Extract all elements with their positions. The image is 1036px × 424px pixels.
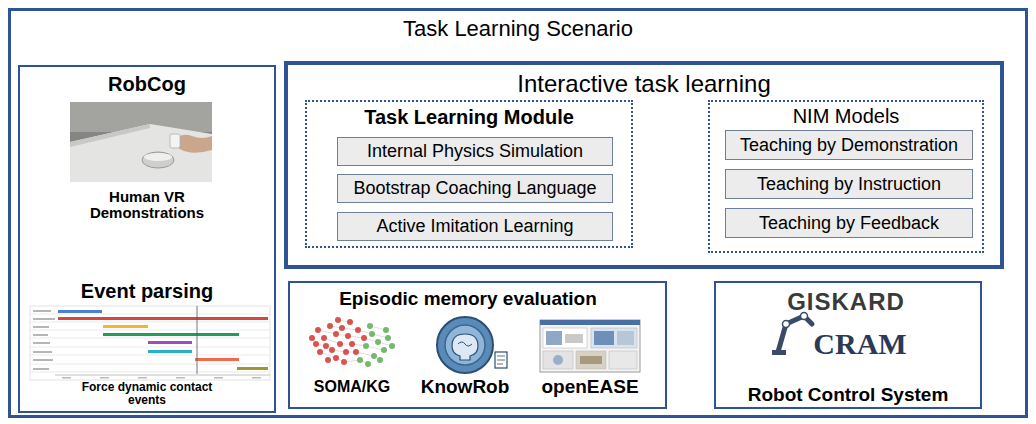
box-label: Bootstrap Coaching Language bbox=[353, 178, 596, 199]
panel-subtitle: Event parsing bbox=[81, 280, 213, 303]
box-label: Active Imitation Learning bbox=[376, 216, 573, 237]
icon-label: openEASE bbox=[541, 376, 638, 398]
box-label: Teaching by Feedback bbox=[759, 213, 939, 234]
process-box: Teaching by Demonstration bbox=[725, 130, 973, 160]
frame-title: Task Learning Scenario bbox=[403, 16, 633, 41]
process-box: Internal Physics Simulation bbox=[337, 137, 613, 166]
robot-arm-logo bbox=[772, 313, 812, 356]
openease-screenshot bbox=[540, 320, 640, 372]
robcog-panel: RobCogHuman VR DemonstrationsEvent parsi… bbox=[18, 65, 276, 413]
panel-title: Interactive task learning bbox=[517, 70, 770, 98]
vr-photo bbox=[70, 102, 212, 182]
process-box: Bootstrap Coaching Language bbox=[337, 174, 613, 203]
box-label: Teaching by Instruction bbox=[757, 174, 941, 195]
module-group: Internal Physics SimulationBootstrap Coa… bbox=[305, 100, 633, 248]
module-group: Teaching by DemonstrationTeaching by Ins… bbox=[708, 100, 984, 253]
icon-label: SOMA/KG bbox=[314, 378, 390, 396]
group-title: NIM Models bbox=[793, 105, 900, 128]
scenario-frame: RobCogHuman VR DemonstrationsEvent parsi… bbox=[8, 8, 1028, 418]
group-panel: Internal Physics SimulationBootstrap Coa… bbox=[284, 61, 1004, 269]
event-timeline bbox=[30, 306, 270, 380]
process-box: Teaching by Feedback bbox=[725, 208, 973, 238]
process-box: Teaching by Instruction bbox=[725, 169, 973, 199]
box-label: Internal Physics Simulation bbox=[367, 141, 583, 162]
panel-title: RobCog bbox=[108, 73, 186, 96]
memory-panel: Episodic memory evaluationSOMA/KG KnowRob… bbox=[288, 281, 667, 409]
knowledge-graph-icon bbox=[309, 317, 395, 367]
image-caption: Human VR Demonstrations bbox=[77, 189, 217, 221]
box-label: Teaching by Demonstration bbox=[740, 135, 958, 156]
chart-caption: Force dynamic contact events bbox=[67, 381, 227, 407]
knowrob-icon bbox=[437, 317, 507, 373]
panel-title: Robot Control System bbox=[748, 384, 949, 406]
group-title: Task Learning Module bbox=[364, 106, 574, 129]
logo-text: GISKARD bbox=[787, 288, 905, 316]
logo-text: CRAM bbox=[813, 327, 906, 362]
icon-label: KnowRob bbox=[421, 376, 510, 398]
panel-title: Episodic memory evaluation bbox=[339, 288, 597, 310]
process-box: Active Imitation Learning bbox=[337, 212, 613, 241]
control-panel: GISKARD CRAM Robot Control System bbox=[714, 281, 982, 409]
